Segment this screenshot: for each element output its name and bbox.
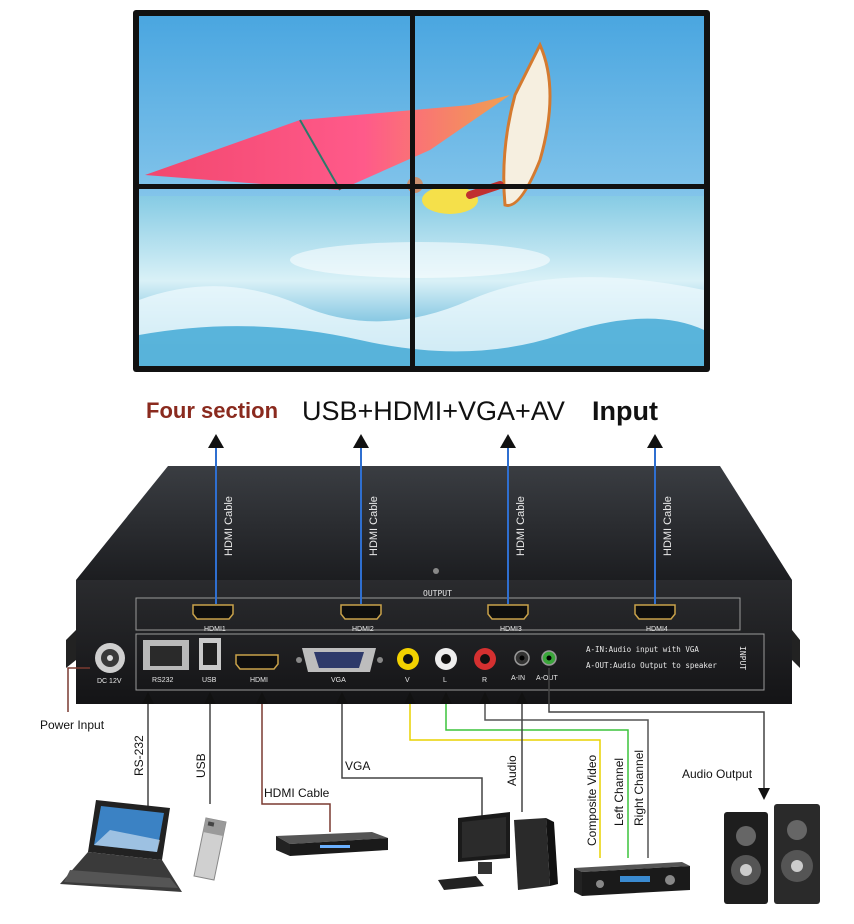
dc-label: DC 12V bbox=[97, 678, 122, 685]
usb-label: USB bbox=[202, 677, 217, 684]
heading-input-word: Input bbox=[592, 396, 658, 426]
hdmi-out-port-1[interactable]: HDMI1 bbox=[192, 604, 234, 633]
connection-lines bbox=[67, 667, 770, 858]
av-receiver-icon bbox=[574, 862, 690, 896]
hdmi-output-cables: HDMI Cable HDMI Cable HDMI Cable HDMI Ca… bbox=[208, 434, 674, 604]
right-channel-label: Right Channel bbox=[632, 750, 646, 826]
left-channel-label: Left Channel bbox=[612, 758, 626, 826]
composite-video-label: Composite Video bbox=[585, 755, 599, 846]
controller-box: OUTPUT INPUT bbox=[66, 466, 800, 704]
hdmi-out-port-3[interactable]: HDMI3 bbox=[487, 604, 529, 633]
connection-labels: Power Input RS-232 USB HDMI Cable VGA Au… bbox=[40, 718, 753, 846]
speakers-icon bbox=[724, 804, 820, 904]
dvd-player-icon bbox=[276, 832, 388, 856]
hdmi-cable-label-1: HDMI Cable bbox=[223, 496, 235, 556]
rca-l-label: L bbox=[443, 677, 447, 684]
windsurf-sail-image bbox=[145, 95, 510, 190]
hdmi-out-label-3: HDMI3 bbox=[500, 626, 522, 633]
vga-cable-label: VGA bbox=[345, 759, 370, 773]
rs232-port[interactable]: RS232 bbox=[143, 640, 189, 684]
usb-stick-icon bbox=[193, 817, 227, 881]
hdmi-out-label-2: HDMI2 bbox=[352, 626, 374, 633]
input-panel-side-label: INPUT bbox=[738, 646, 747, 670]
input-ports: DC 12V RS232 USB HDMI VGA bbox=[95, 638, 717, 685]
vga-label: VGA bbox=[331, 677, 346, 684]
hdmi-out-label-4: HDMI4 bbox=[646, 626, 668, 633]
hdmi-cable-label-2: HDMI Cable bbox=[368, 496, 380, 556]
power-input-label: Power Input bbox=[40, 718, 105, 732]
hdmi-output-ports: HDMI1 HDMI2 HDMI3 HDMI4 bbox=[192, 604, 676, 633]
hdmi-out-label-1: HDMI1 bbox=[204, 626, 226, 633]
output-panel-title: OUTPUT bbox=[423, 589, 452, 598]
audio-cable-label: Audio bbox=[505, 755, 519, 786]
rca-video-port[interactable]: V bbox=[397, 648, 419, 684]
usb-cable-label: USB bbox=[194, 753, 208, 778]
hdmi-input-port[interactable]: HDMI bbox=[235, 654, 279, 684]
a-out-label: A-OUT bbox=[536, 675, 559, 682]
audio-in-note: A-IN:Audio input with VGA bbox=[586, 645, 699, 654]
audio-output-label: Audio Output bbox=[682, 767, 753, 781]
laptop-icon bbox=[60, 800, 182, 892]
windsurf-board-image bbox=[502, 41, 552, 207]
hdmi-input-label: HDMI bbox=[250, 677, 268, 684]
video-wall bbox=[133, 10, 710, 372]
vga-port[interactable]: VGA bbox=[296, 648, 383, 684]
heading-inputs: USB+HDMI+VGA+AV bbox=[302, 396, 565, 426]
rca-v-label: V bbox=[405, 677, 410, 684]
a-in-label: A-IN bbox=[511, 675, 525, 682]
dc-power-jack[interactable]: DC 12V bbox=[95, 643, 125, 685]
rs232-cable-label: RS-232 bbox=[132, 735, 146, 776]
heading-four-section: Four section bbox=[146, 398, 278, 423]
audio-out-jack[interactable]: A-OUT bbox=[536, 650, 559, 682]
rca-left-port[interactable]: L bbox=[435, 648, 457, 684]
rs232-label: RS232 bbox=[152, 677, 174, 684]
desktop-computer-icon bbox=[438, 812, 558, 890]
rca-r-label: R bbox=[482, 677, 487, 684]
hdmi-cable-label-4: HDMI Cable bbox=[662, 496, 674, 556]
audio-in-jack[interactable]: A-IN bbox=[511, 650, 530, 682]
rca-right-port[interactable]: R bbox=[474, 648, 496, 684]
audio-out-note: A-OUT:Audio Output to speaker bbox=[586, 661, 717, 670]
usb-port[interactable]: USB bbox=[199, 638, 221, 684]
hdmi-input-cable-label: HDMI Cable bbox=[264, 786, 330, 800]
hdmi-out-port-4[interactable]: HDMI4 bbox=[634, 604, 676, 633]
hdmi-cable-label-3: HDMI Cable bbox=[515, 496, 527, 556]
hdmi-out-port-2[interactable]: HDMI2 bbox=[340, 604, 382, 633]
diagram-heading: Four section USB+HDMI+VGA+AV Input bbox=[146, 396, 658, 426]
